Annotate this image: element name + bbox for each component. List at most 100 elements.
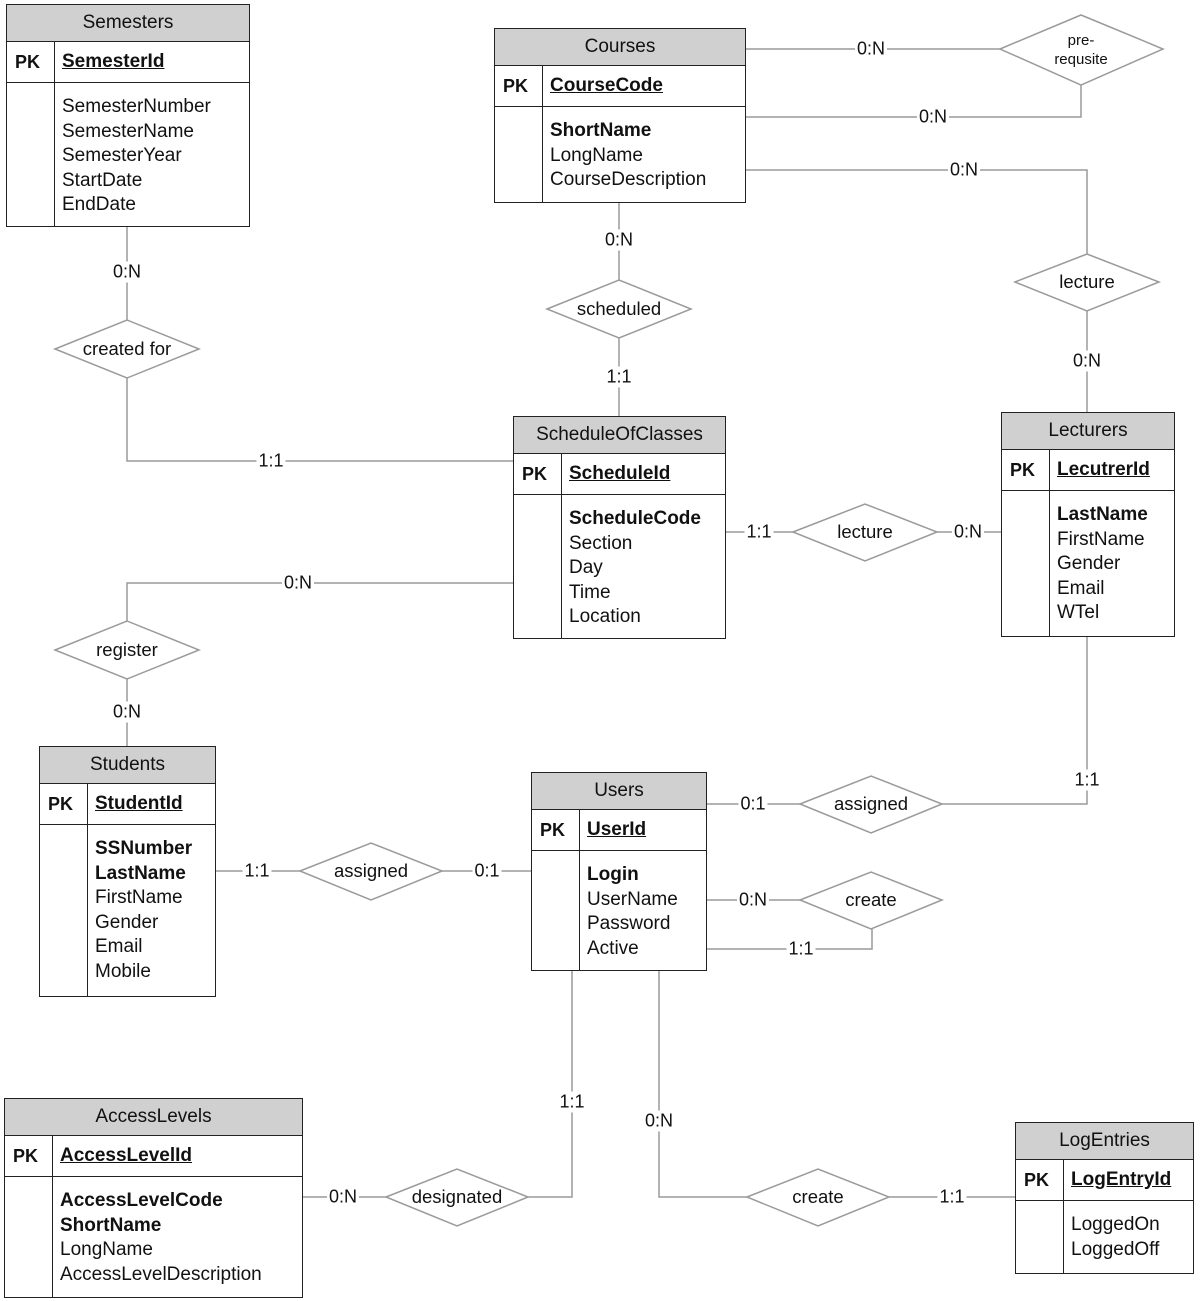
entity-access-levels: AccessLevels PK AccessLevelId AccessLeve… [4, 1098, 303, 1298]
card-createdfor-schedule: 1:1 [256, 450, 286, 472]
pk-field: LogEntryId [1071, 1169, 1172, 1190]
entity-title: Users [532, 773, 706, 810]
pk-field: UserId [587, 819, 647, 840]
card-schedule-lecture: 1:1 [744, 521, 774, 543]
attribute: SemesterName [62, 120, 194, 142]
attribute: FirstName [1057, 528, 1145, 550]
gutter [1016, 1201, 1064, 1273]
attribute: LongName [550, 144, 643, 166]
card-students-assigned: 1:1 [242, 860, 272, 882]
pk-label: PK [1016, 1160, 1064, 1200]
created-for-diamond [52, 319, 202, 379]
card-users-create-bottom: 1:1 [786, 938, 816, 960]
card-create-logentries: 1:1 [937, 1186, 967, 1208]
attribute: Active [587, 937, 639, 959]
pk-label: PK [7, 42, 55, 82]
create-user-diamond [797, 871, 945, 930]
pk-row: PK UserId [532, 810, 706, 851]
rel-lecture-courses: lecture [1059, 271, 1115, 292]
rel-create-user: create [845, 889, 897, 910]
pk-field: ScheduleId [569, 463, 671, 484]
rel-scheduled: scheduled [576, 298, 662, 319]
pk-field: StudentId [95, 793, 183, 814]
pk-row: PK StudentId [40, 784, 215, 825]
gutter [7, 83, 55, 226]
attribute: Login [587, 864, 639, 885]
attribute: SemesterYear [62, 145, 182, 166]
pk-label: PK [514, 454, 562, 494]
rel-designated: designated [411, 1186, 503, 1207]
entity-title: Courses [495, 29, 745, 66]
gutter [532, 851, 580, 970]
attribute: SSNumber [95, 838, 193, 859]
pk-label: PK [495, 66, 543, 106]
attribute: Time [569, 581, 611, 603]
card-scheduled-schedule: 1:1 [604, 366, 634, 388]
card-register-students: 0:N [110, 701, 144, 723]
attribute: ShortName [60, 1214, 162, 1236]
designated-diamond [383, 1168, 531, 1227]
card-designated-access: 0:N [326, 1186, 360, 1208]
entity-title: ScheduleOfClasses [514, 417, 725, 454]
gutter [495, 107, 543, 202]
pk-label: PK [1002, 450, 1050, 490]
card-lecture-lecturers: 0:N [1070, 350, 1104, 372]
attribute: Day [569, 557, 603, 578]
pk-label: PK [40, 784, 88, 824]
rel-register: register [96, 639, 158, 660]
card-assigned-users: 0:1 [472, 860, 502, 882]
card-schedule-register: 0:N [281, 572, 315, 594]
lecture-courses-diamond [1012, 253, 1162, 312]
attribute: Email [1057, 577, 1105, 599]
attribute: CourseDescription [550, 169, 707, 190]
rel-assigned-lecturer: assigned [833, 793, 909, 814]
attribute: StartDate [62, 169, 143, 191]
attribute: EndDate [62, 194, 136, 215]
lecture-schedule-diamond [790, 503, 940, 562]
attribute: FirstName [95, 887, 183, 908]
attribute: AccessLevelCode [60, 1190, 223, 1211]
rel-lecture-schedule: lecture [837, 521, 893, 542]
rel-assigned-student: assigned [333, 860, 409, 881]
scheduled-diamond [544, 279, 694, 339]
attribute: UserName [587, 888, 678, 910]
gutter [5, 1177, 53, 1297]
attribute: ScheduleCode [569, 508, 701, 529]
card-lecture-lecturers-right: 0:N [951, 521, 985, 543]
attribute: Section [569, 532, 633, 554]
pk-row: PK LogEntryId [1016, 1160, 1193, 1201]
pk-field: AccessLevelId [60, 1145, 193, 1166]
attribute: Mobile [95, 960, 151, 982]
attribute: LastName [1057, 504, 1148, 525]
pk-field: CourseCode [550, 75, 663, 96]
attribute: LastName [95, 862, 186, 884]
attribute: LongName [60, 1239, 153, 1260]
pk-row: PK AccessLevelId [5, 1136, 302, 1177]
entity-schedule-of-classes: ScheduleOfClasses PK ScheduleId Schedule… [513, 416, 726, 639]
entity-title: AccessLevels [5, 1099, 302, 1136]
attribute: Gender [95, 911, 159, 933]
entity-title: LogEntries [1016, 1123, 1193, 1160]
card-lecturers-assigned: 1:1 [1072, 769, 1102, 791]
register-diamond [52, 620, 202, 680]
rel-create-log: create [792, 1186, 844, 1207]
rel-created-for: created for [82, 338, 172, 359]
card-users-create-log: 0:N [642, 1110, 676, 1132]
card-courses-prereq-bottom: 0:N [916, 106, 950, 128]
assigned-student-diamond [297, 842, 445, 901]
